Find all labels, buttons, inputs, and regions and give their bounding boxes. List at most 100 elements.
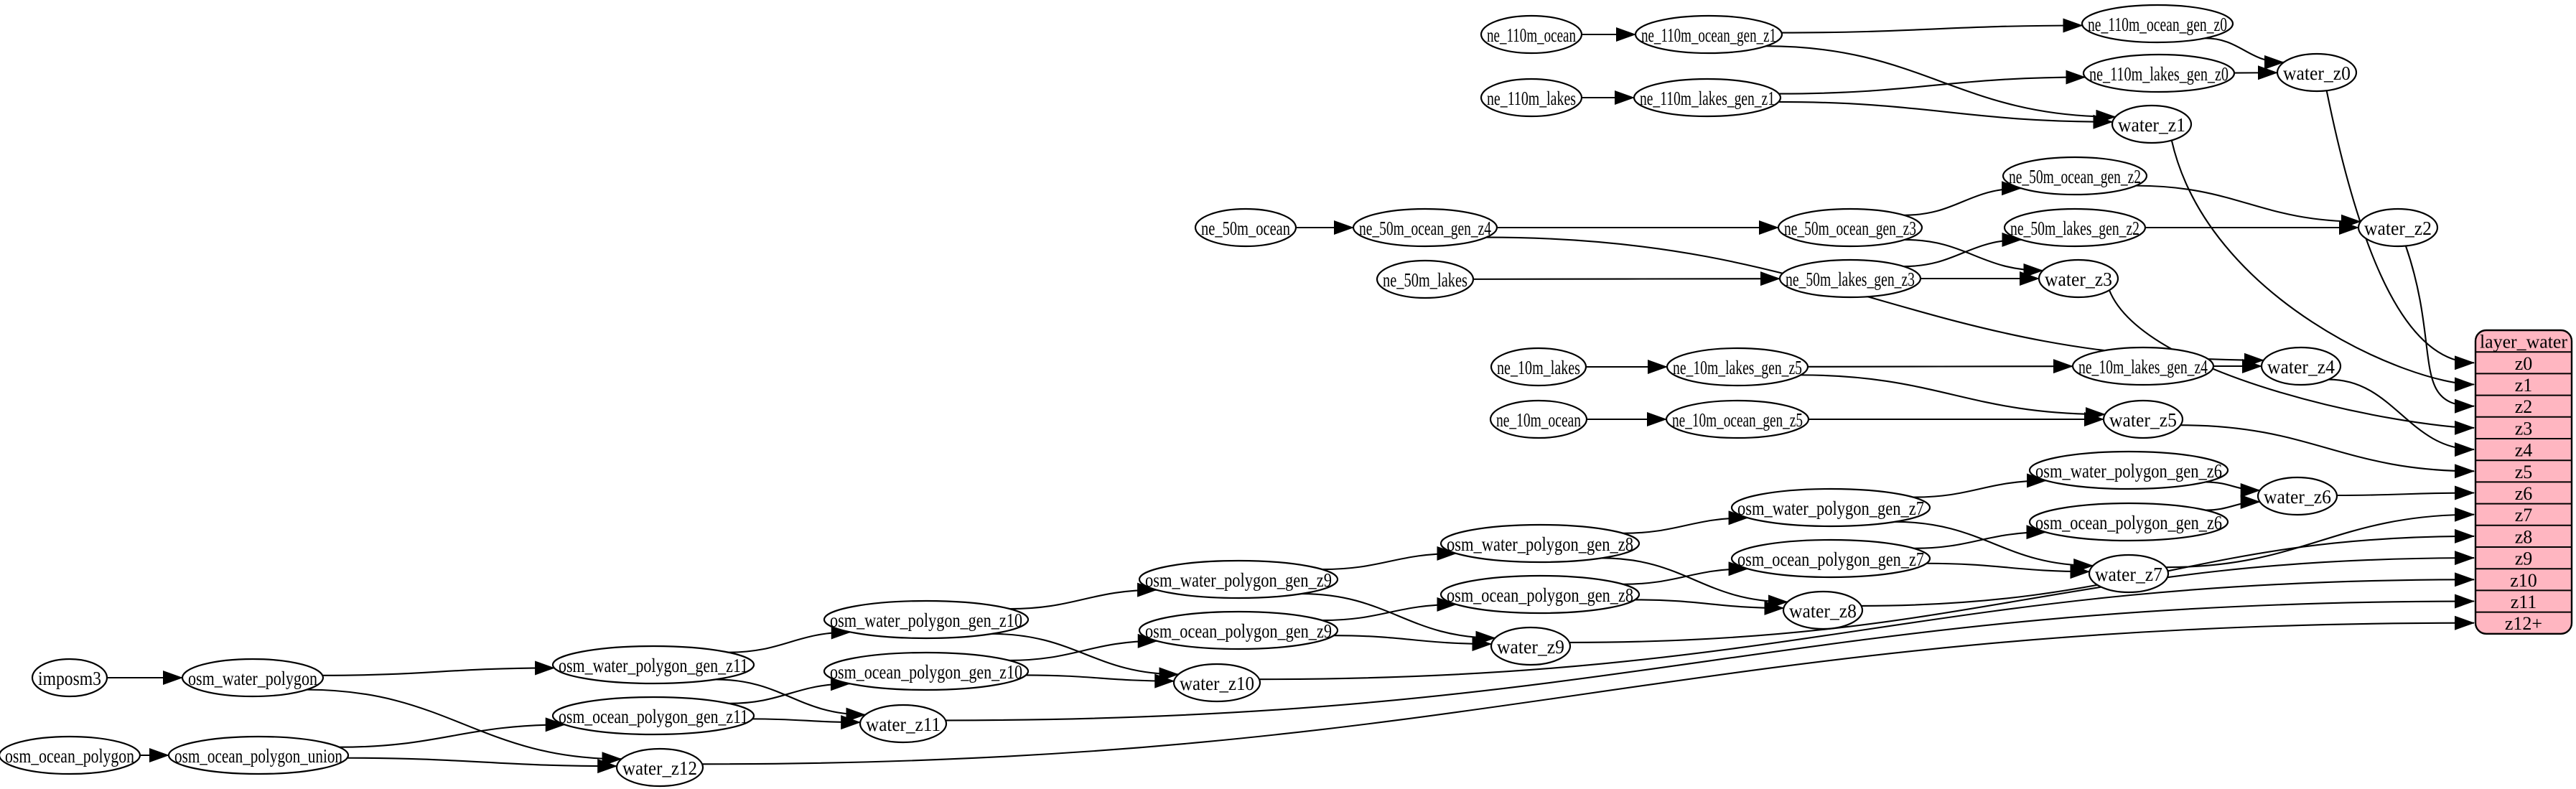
edge-osm_ocean_polygon_gen_z11-to-osm_ocean_polygon_gen_z10 [729,676,851,704]
edge-osm_ocean_polygon_gen_z8-to-osm_ocean_polygon_gen_z7 [1623,561,1749,585]
node-label: osm_ocean_polygon_gen_z7 [1737,548,1924,570]
node-label: water_z12 [622,757,697,779]
node-ellipse [1730,538,1931,579]
node-ellipse [1777,207,1923,248]
node-ellipse [181,658,325,698]
node-label: ne_110m_lakes [1487,88,1576,109]
node-label: water_z3 [2045,269,2112,290]
node-water_z6: water_z6 [2257,476,2338,516]
node-ellipse [1138,610,1339,650]
node-label: osm_water_polygon [188,668,317,689]
edge-osm_ocean_polygon_gen_z10-to-osm_ocean_polygon_gen_z9 [1009,633,1158,661]
node-ellipse [1490,347,1587,387]
node-label: osm_water_polygon_gen_z7 [1737,498,1924,519]
edge-ne_110m_ocean_gen_z1-to-ne_110m_ocean_gen_z0 [1781,18,2083,34]
node-label: water_z5 [2109,409,2177,431]
node-label: water_z0 [2283,62,2351,84]
edge-osm_ocean_polygon_gen_z8-to-water_z8 [1635,599,1785,615]
node-osm_ocean_polygon_gen_z11: osm_ocean_polygon_gen_z11 [551,696,755,736]
node-water_z2: water_z2 [2357,207,2439,248]
table-layer_water: layer_waterz0z1z2z3z4z5z6z7z8z9z10z11z12… [2474,329,2573,635]
edge-water_z6-to-row-z6 [2336,485,2475,500]
node-label: water_z4 [2267,356,2335,378]
node-ellipse [2357,207,2439,248]
edge-ne_110m_ocean_gen_z0-to-water_z0 [2205,37,2285,70]
node-ellipse [551,645,755,685]
node-ellipse [1490,626,1572,666]
edge-osm_ocean_polygon_union-to-water_z12 [347,757,618,774]
node-label: osm_ocean_polygon [5,745,134,767]
node-osm_water_polygon_gen_z7: osm_water_polygon_gen_z7 [1730,487,1931,528]
edge-water_z1-to-row-z1 [2170,140,2475,392]
table-row-z10: z10 [2510,570,2537,591]
node-osm_ocean_polygon_gen_z10: osm_ocean_polygon_gen_z10 [823,651,1030,691]
node-osm_water_polygon_gen_z11: osm_water_polygon_gen_z11 [551,645,755,685]
node-label: ne_10m_lakes [1497,357,1580,378]
node-ellipse [1666,347,1809,387]
node-label: ne_10m_ocean_gen_z5 [1672,409,1803,431]
table-row-z8: z8 [2515,526,2533,547]
node-label: water_z1 [2118,114,2185,136]
node-label: ne_110m_ocean [1487,24,1576,46]
edge-osm_ocean_polygon_gen_z7-to-water_z7 [1926,562,2091,579]
node-osm_water_polygon: osm_water_polygon [181,658,325,698]
node-label: ne_50m_ocean_gen_z2 [2009,166,2141,187]
node-ellipse [823,599,1030,640]
table-row-z2: z2 [2515,396,2533,417]
edge-osm_water_polygon_gen_z8-to-water_z8 [1602,557,1788,610]
node-ellipse [1439,523,1641,564]
node-label: ne_50m_lakes_gen_z2 [2010,218,2139,239]
node-ellipse [1439,574,1641,615]
node-water_z11: water_z11 [859,704,948,744]
node-label: ne_10m_lakes_gen_z4 [2078,356,2208,378]
table-row-z12+: z12+ [2505,613,2542,634]
node-water_z3: water_z3 [2038,258,2119,299]
node-osm_ocean_polygon: osm_ocean_polygon [0,735,141,775]
node-label: osm_ocean_polygon_gen_z10 [830,661,1022,683]
edge-ne_110m_ocean_gen_z1-to-water_z1 [1765,45,2117,124]
node-water_z0: water_z0 [2276,52,2358,93]
edge-osm_ocean_polygon_gen_z11-to-water_z11 [752,715,862,730]
node-ellipse [2003,207,2147,248]
edge-water_z10-to-row-z10 [1259,572,2475,681]
node-ellipse [2082,53,2236,93]
node-ellipse [1376,259,1475,299]
table-row-z9: z9 [2515,548,2533,569]
edge-osm_water_polygon-to-water_z12 [307,688,622,767]
edge-osm_ocean_polygon_gen_z7-to-osm_ocean_polygon_gen_z6 [1913,525,2047,549]
edge-water_z3-to-row-z3 [2109,289,2475,435]
node-ellipse [1480,78,1583,118]
node-label: ne_50m_lakes [1383,269,1467,291]
node-label: ne_110m_lakes_gen_z1 [1640,88,1775,109]
edge-water_z7-to-row-z7 [2165,507,2475,569]
edges-layer [107,18,2475,774]
node-ne_50m_ocean_gen_z2: ne_50m_ocean_gen_z2 [2002,156,2148,196]
node-ellipse [167,735,350,775]
node-label: water_z9 [1497,636,1564,658]
node-ellipse [2088,554,2170,594]
edge-ne_10m_lakes_gen_z5-to-water_z5 [1801,374,2106,422]
edge-water_z9-to-row-z9 [1569,551,2475,644]
node-osm_ocean_polygon_union: osm_ocean_polygon_union [167,735,350,775]
edge-osm_water_polygon_gen_z11-to-osm_water_polygon_gen_z10 [728,625,851,653]
node-ne_110m_lakes_gen_z0: ne_110m_lakes_gen_z0 [2082,53,2236,93]
edge-ne_50m_ocean_gen_z3-to-ne_50m_ocean_gen_z2 [1903,181,2022,216]
node-ne_10m_ocean_gen_z5: ne_10m_ocean_gen_z5 [1665,399,1810,439]
node-ellipse [2081,4,2234,44]
node-ellipse [2257,476,2338,516]
node-ellipse [2111,104,2193,144]
node-label: osm_water_polygon_gen_z10 [830,610,1022,631]
edge-ne_50m_ocean_gen_z4-to-water_z4 [1486,236,2264,368]
node-ellipse [0,735,141,775]
node-label: imposm3 [38,668,101,689]
node-label: water_z10 [1180,673,1254,694]
node-label: ne_50m_lakes_gen_z3 [1786,269,1915,290]
node-ne_50m_ocean_gen_z4: ne_50m_ocean_gen_z4 [1352,207,1498,248]
node-osm_ocean_polygon_gen_z7: osm_ocean_polygon_gen_z7 [1730,538,1931,579]
edge-osm_ocean_polygon_gen_z10-to-water_z10 [1025,673,1175,688]
node-ne_50m_ocean: ne_50m_ocean [1194,207,1297,248]
node-ellipse [2260,346,2342,386]
table-row-z3: z3 [2515,418,2533,439]
